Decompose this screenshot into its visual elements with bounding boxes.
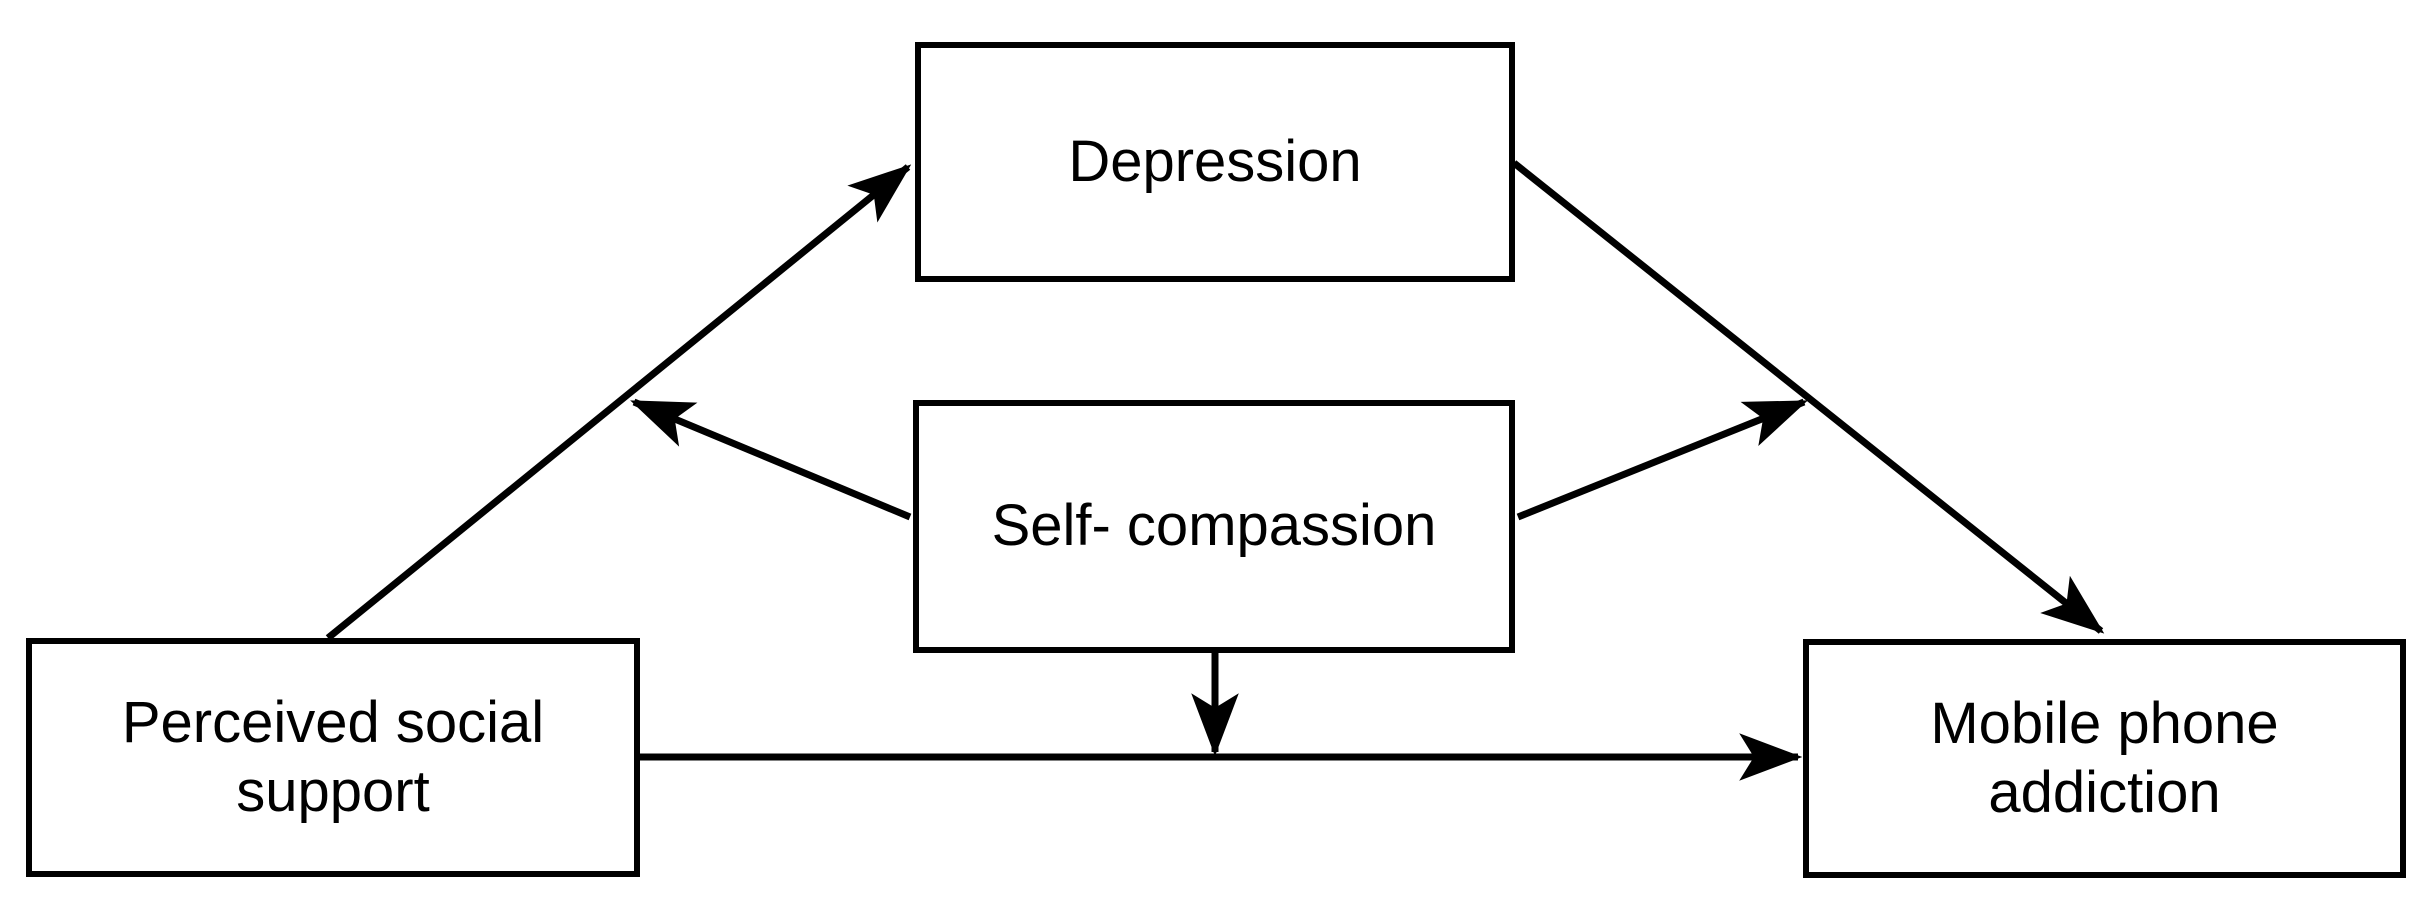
edge-self-compassion-to-depression-mobile-path <box>1516 398 1808 521</box>
node-depression[interactable]: Depression <box>915 42 1515 282</box>
node-mobile-phone-addiction[interactable]: Mobile phone addiction <box>1803 639 2406 878</box>
node-self-compassion-label: Self- compassion <box>991 493 1437 559</box>
edge-depression-to-mobile <box>1511 160 2105 634</box>
node-perceived-social-support-label: Perceived social support <box>121 690 545 824</box>
node-depression-label: Depression <box>1068 128 1362 194</box>
edge-self-compassion-to-pss-depression-path <box>630 398 912 521</box>
node-self-compassion[interactable]: Self- compassion <box>913 400 1515 653</box>
node-mobile-phone-addiction-label: Mobile phone addiction <box>1930 691 2279 825</box>
node-perceived-social-support[interactable]: Perceived social support <box>26 638 640 877</box>
edge-pss-to-depression <box>325 164 912 641</box>
